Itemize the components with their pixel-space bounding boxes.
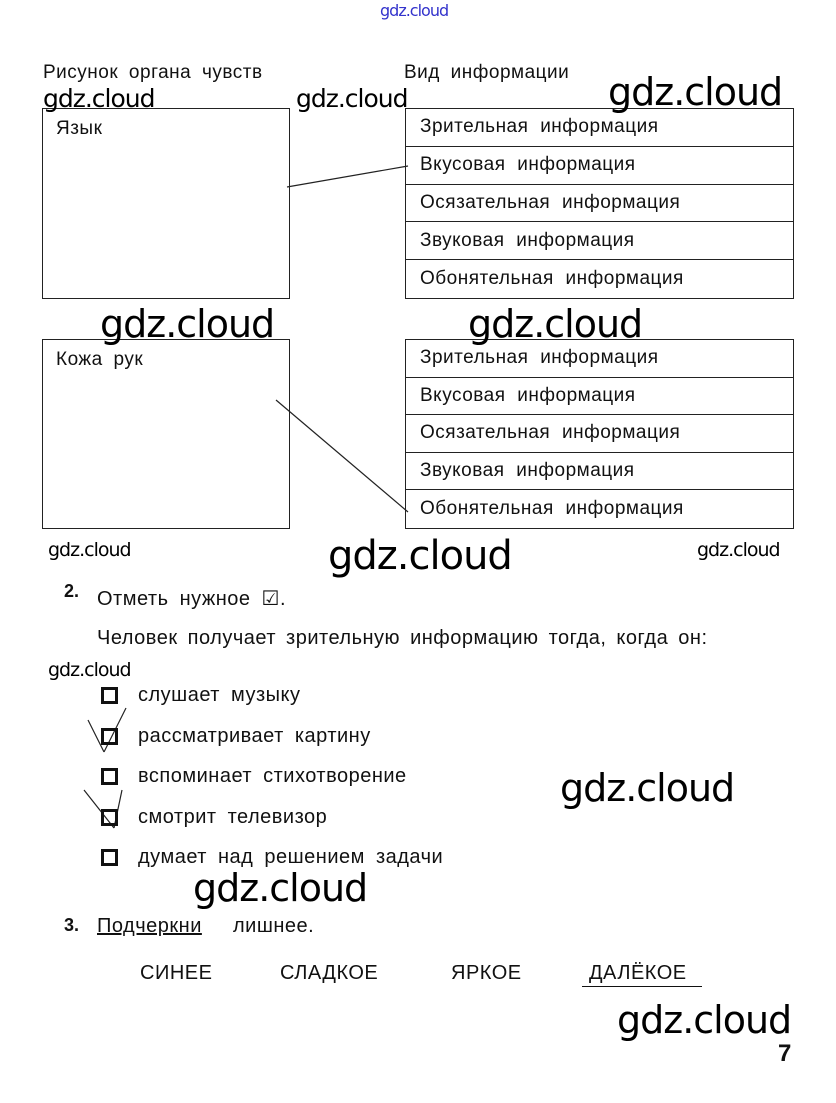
option-label: рассматривает картину — [138, 725, 371, 747]
task-3-instruction-underlined: Подчеркни — [97, 915, 202, 937]
word-option-underlined[interactable]: ДАЛЁКОЕ — [589, 962, 687, 984]
word-option[interactable]: ЯРКОЕ — [451, 962, 522, 984]
watermark: gdz.cloud — [608, 70, 783, 114]
option-label: думает над решением задачи — [138, 846, 444, 868]
checkbox-checked[interactable] — [101, 728, 118, 745]
watermark: gdz.cloud — [468, 302, 643, 346]
watermark: gdz.cloud — [48, 659, 132, 681]
info-option[interactable]: Осязательная информация — [406, 415, 793, 453]
task-2-number: 2. — [64, 581, 80, 601]
info-option[interactable]: Осязательная информация — [406, 185, 793, 223]
watermark: gdz.cloud — [380, 1, 449, 20]
watermark: gdz.cloud — [560, 766, 735, 810]
checkbox[interactable] — [101, 849, 118, 866]
info-option[interactable]: Зрительная информация — [406, 109, 793, 147]
watermark: gdz.cloud — [697, 539, 781, 561]
watermark: gdz.cloud — [617, 998, 792, 1042]
info-option[interactable]: Вкусовая информация — [406, 147, 793, 185]
option-label: слушает музыку — [138, 684, 301, 706]
watermark: gdz.cloud — [193, 866, 368, 910]
info-option[interactable]: Обонятельная информация — [420, 498, 684, 520]
info-option[interactable]: Вкусовая информация — [406, 378, 793, 416]
checkbox[interactable] — [101, 768, 118, 785]
organ-box-tongue[interactable]: Язык — [42, 108, 290, 299]
task-3-number: 3. — [64, 915, 80, 935]
task-2-question: Человек получает зрительную информацию т… — [97, 627, 708, 649]
checkmark — [83, 789, 115, 829]
info-option[interactable]: Звуковая информация — [406, 453, 793, 491]
info-option[interactable]: Звуковая информация — [406, 222, 793, 261]
checkbox-checked[interactable] — [101, 809, 118, 826]
info-type-table-1: Зрительная информация Вкусовая информаци… — [405, 108, 794, 299]
info-option[interactable]: Зрительная информация — [406, 340, 793, 378]
watermark: gdz.cloud — [100, 302, 275, 346]
checkbox[interactable] — [101, 687, 118, 704]
header-info-type: Вид информации — [404, 62, 570, 83]
watermark: gdz.cloud — [48, 539, 132, 561]
connector-line-1 — [286, 165, 409, 188]
watermark: gdz.cloud — [43, 84, 156, 113]
page-number: 7 — [778, 1040, 792, 1067]
task-3-instruction: лишнее. — [233, 915, 315, 937]
word-option[interactable]: СИНЕЕ — [140, 962, 213, 984]
watermark: gdz.cloud — [328, 533, 513, 579]
option-label: смотрит телевизор — [138, 806, 328, 828]
word-option[interactable]: СЛАДКОЕ — [280, 962, 379, 984]
connector-line-2 — [275, 399, 409, 513]
watermark: gdz.cloud — [296, 84, 409, 113]
organ-box-skin[interactable]: Кожа рук — [42, 339, 290, 529]
info-type-table-2: Зрительная информация Вкусовая информаци… — [405, 339, 794, 529]
organ-label: Кожа рук — [56, 349, 144, 370]
header-organ: Рисунок органа чувств — [43, 62, 263, 83]
info-option[interactable]: Обонятельная информация — [420, 268, 684, 290]
organ-label: Язык — [56, 118, 103, 139]
task-2-instruction: Отметь нужное ☑. — [97, 588, 287, 610]
option-label: вспоминает стихотворение — [138, 765, 407, 787]
answer-underline — [582, 986, 702, 987]
checkmark — [87, 719, 105, 753]
